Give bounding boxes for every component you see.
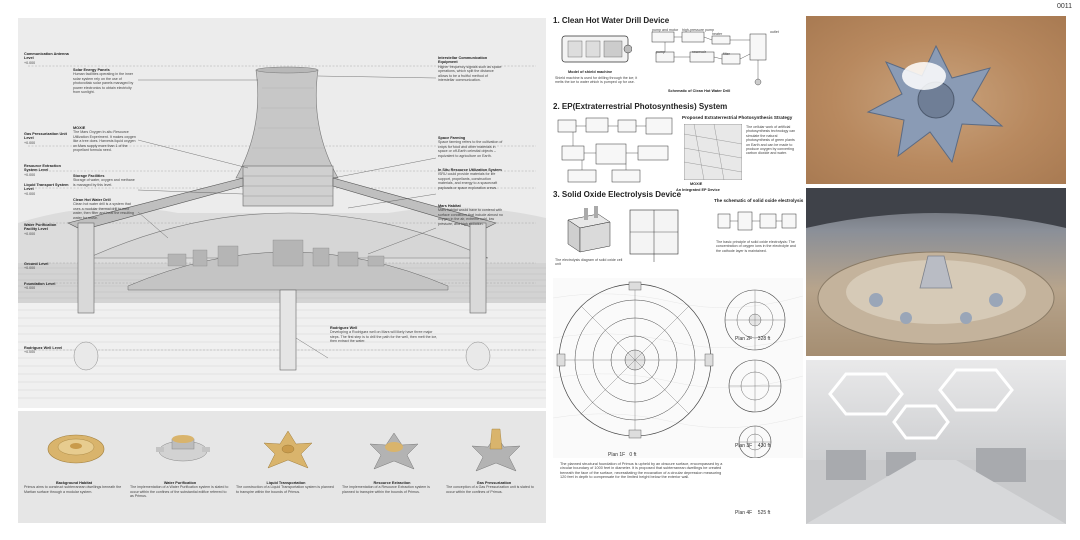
phase-gas-model — [471, 428, 521, 472]
phase-water-model — [156, 435, 210, 462]
annotation-solar: Solar Energy Panels Human facilities ope… — [73, 68, 134, 95]
annotation-storage: Storage Facilities Storage of water, oxy… — [73, 174, 135, 187]
level-label-antenna: Communication Antenna Level +0.000 — [24, 52, 69, 65]
phase-resource-model — [369, 432, 419, 470]
annotation-isru: In Situ Resource Utilization System ISRU… — [438, 168, 502, 190]
soec-cell-diagram — [629, 209, 679, 262]
annotation-drill: Clean Hot Water Drill Clean hot water dr… — [73, 198, 134, 220]
node-pump: pump — [656, 50, 665, 54]
underground-hall-photo — [806, 360, 1066, 524]
ep-strategy-title: Proposed Extraterrestrial Photosynthesis… — [682, 115, 793, 120]
level-label-gas: Gas Pressurization Unit Level +0.000 — [24, 132, 67, 145]
section-panel: Communication Antenna Level +0.000 Gas P… — [18, 18, 546, 408]
ep-strategy-drawing — [684, 124, 742, 180]
shield-model-text: Shield machine is used for drilling thro… — [555, 76, 638, 85]
phase-habitat-model — [47, 434, 105, 464]
node-hp-pump: high-pressure pump — [682, 28, 714, 32]
aerial-render-photo — [806, 16, 1066, 184]
soec-3d-drawing — [567, 206, 611, 253]
plan-1f-drawing — [558, 283, 712, 437]
phase-illustrations — [47, 428, 521, 472]
phase-water: Water Purification The implementation of… — [130, 481, 229, 499]
plan-3f-drawing — [728, 359, 782, 413]
node-pump-motor: pump and motor — [652, 28, 679, 32]
plan-4f-drawing — [738, 425, 772, 458]
soec-text: The basic principle of solid oxide elect… — [716, 240, 796, 253]
drill-schematic — [651, 31, 767, 86]
level-label-resource: Resource Extraction System Level +0.000 — [24, 164, 61, 177]
annotation-moxie: MOXIE The Mars Oxygen In-situ Resource U… — [73, 126, 136, 153]
shield-machine-drawing — [561, 35, 632, 63]
ep-device-label: An Integrated EP Device — [676, 188, 720, 192]
section-drawing — [18, 18, 546, 408]
drill-schematic-label: Schematic of Clean Hot Water Drill — [668, 89, 731, 93]
plan-drawings — [553, 278, 803, 458]
underground-hall-shape — [806, 368, 1066, 524]
phase-liquid-model — [263, 430, 313, 469]
plan-1f-label: Plan 1F 0 ft — [608, 452, 637, 458]
phase-strip: Background Habitat Primus aims to constr… — [18, 411, 546, 523]
phase-gas: Gas Pressurization The conception of a G… — [446, 481, 534, 494]
plan-2f-label: Plan 2F 328 ft — [735, 336, 771, 342]
page-number: 0011 — [1056, 3, 1072, 10]
annotation-well: Rodriguez Well Developing a Rodriguez we… — [330, 326, 438, 344]
annotation-farming: Space Farming Space farming refers to th… — [438, 136, 503, 158]
interior-crater-shape — [806, 188, 1066, 345]
level-label-water: Water Purification Facility Level +0.000 — [24, 223, 57, 236]
section3-title: 3. Solid Oxide Electrolysis Device — [553, 190, 682, 199]
node-reservoir: reservoir — [692, 50, 706, 54]
phase-liquid: Liquid Transportation The construction o… — [236, 481, 334, 494]
interior-crater-photo — [806, 188, 1066, 356]
level-label-well: Rodriguez Well Level +0.000 — [24, 346, 63, 355]
plan-3f-label: Plan 3F 430 ft — [735, 443, 771, 449]
phase-habitat: Background Habitat Primus aims to constr… — [24, 481, 122, 494]
plan-description: The planned structural foundation of Pri… — [560, 462, 723, 480]
level-label-foundation: Foundation Level +0.000 — [24, 282, 56, 291]
annotation-comm: Interstellar Communication Equipment Hig… — [438, 56, 502, 83]
ep-strategy-text: The cellular work of artificial photosyn… — [746, 125, 796, 156]
annotation-habitat: Mars Habitat Mars habitat would have to … — [438, 204, 503, 226]
soec-schematic — [717, 211, 797, 231]
ep-system-diagram — [557, 117, 673, 183]
level-label-ground: Ground Level +0.000 — [24, 262, 49, 271]
node-filter: filter — [723, 52, 730, 56]
plan-4f-label: Plan 4F 525 ft — [735, 510, 771, 516]
level-label-liquid: Liquid Transport System Level +0.000 — [24, 183, 69, 196]
soec-caption: The electrolysis diagram of solid oxide … — [555, 258, 623, 267]
aerial-render-shape — [866, 44, 1004, 164]
section2-title: 2. EP(Extraterrestrial Photosynthesis) S… — [553, 102, 728, 111]
section1-title: 1. Clean Hot Water Drill Device — [553, 16, 670, 25]
shield-model-label: Model of shield machine — [568, 70, 613, 74]
node-outlet: outlet — [770, 30, 779, 34]
node-heater: heater — [712, 32, 723, 36]
moxie-label: MOXIE — [690, 182, 703, 186]
phase-resource: Resource Extraction The implementation o… — [342, 481, 430, 494]
plan-2f-drawing — [724, 289, 786, 351]
soec-schematic-title: The schematic of solid oxide electrolysi… — [714, 198, 804, 203]
